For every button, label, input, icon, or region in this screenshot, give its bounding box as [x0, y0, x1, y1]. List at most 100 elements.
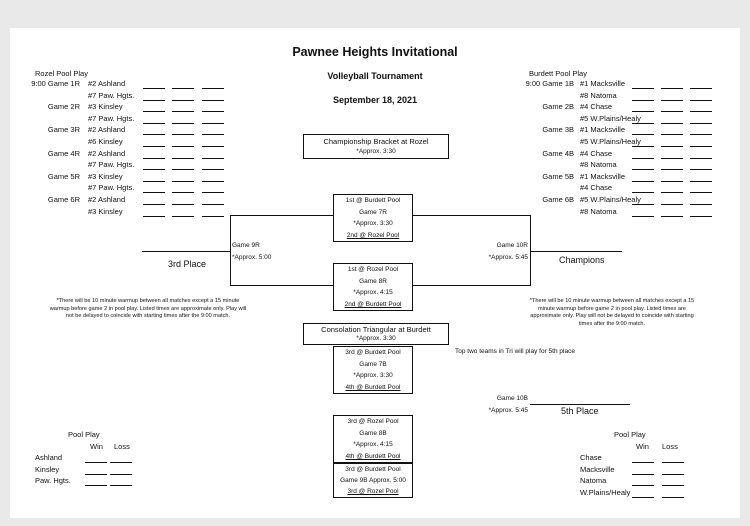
standings-blank: [85, 485, 107, 487]
score-blank: [661, 215, 683, 217]
game-8b-name: Game 8B: [359, 430, 387, 437]
pool-team: #4 Chase: [580, 102, 613, 112]
score-blank: [172, 180, 194, 182]
pool-game-label: Game 3R: [47, 125, 80, 135]
game-9r-name: Game 9R: [232, 242, 260, 249]
score-blank: [690, 157, 712, 159]
score-blank: [172, 122, 194, 124]
pool-team: #7 Paw. Hgts.: [88, 113, 135, 123]
game-10b-time: *Approx. 5:45: [488, 407, 528, 414]
third-place-label: 3rd Place: [168, 259, 207, 269]
pool-team: #5 W.Plains/Healy: [580, 137, 641, 146]
consolation-header: Consolation Triangular at Burdett: [321, 325, 431, 334]
score-blank: [690, 134, 712, 136]
score-blank: [661, 169, 683, 171]
pool-game-label: 9:00 Game 1B: [525, 79, 574, 88]
score-blank: [202, 146, 224, 147]
pool-team: #7 Paw. Hgts.: [88, 160, 135, 170]
standings-blank: [662, 473, 684, 475]
pool-team: #3 Kinsley: [88, 171, 123, 181]
game-10b-name: Game 10B: [496, 395, 528, 402]
score-blank: [202, 157, 224, 159]
game-7b-box: 3rd @ Burdett Pool Game 7B *Approx. 3:30…: [333, 346, 413, 394]
game-9b-bottom: 3rd @ Rozel Pool: [347, 488, 399, 495]
pool-team: #2 Ashland: [88, 195, 126, 204]
pool-team: #6 Kinsley: [88, 137, 123, 146]
score-blank: [632, 180, 654, 182]
score-blank: [690, 169, 712, 171]
score-blank: [632, 146, 654, 147]
score-blank: [172, 192, 194, 194]
standings-blank: [85, 462, 107, 463]
standings-blank: [662, 462, 684, 463]
game-7b-name: Game 7B: [359, 361, 387, 368]
score-blank: [143, 99, 165, 101]
pool-game-label: Game 4B: [542, 148, 574, 158]
score-blank: [143, 157, 165, 159]
standings-blank: [662, 485, 684, 487]
fifth-place-label: 5th Place: [561, 406, 599, 416]
score-blank: [661, 99, 683, 101]
score-blank: [661, 111, 683, 113]
standings-right-heading: Pool Play: [614, 430, 646, 439]
bracket-line: [230, 285, 333, 286]
game-10r-time: *Approx. 5:45: [488, 254, 528, 261]
score-blank: [690, 146, 712, 147]
score-blank: [202, 204, 224, 205]
game-7r-box: 1st @ Burdett Pool Game 7R *Approx. 3:30…: [333, 194, 413, 242]
game-8r-top: 1st @ Rozel Pool: [347, 266, 399, 273]
game-8b-time: *Approx. 4:15: [353, 441, 393, 448]
score-blank: [632, 204, 654, 205]
game-7b-time: *Approx. 3:30: [353, 372, 393, 379]
standings-blank: [110, 473, 132, 475]
game-7r-bottom: 2nd @ Rozel Pool: [346, 232, 400, 239]
score-blank: [202, 192, 224, 194]
score-blank: [690, 192, 712, 194]
game-9b-top: 3rd @ Burdett Pool: [345, 466, 401, 473]
score-blank: [202, 122, 224, 124]
pool-team: #8 Natoma: [580, 160, 617, 170]
bracket-sheet: Pawnee Heights Invitational Volleyball T…: [10, 28, 740, 518]
score-blank: [172, 204, 194, 205]
score-blank: [143, 192, 165, 194]
pool-game-label: 9:00 Game 1R: [31, 79, 80, 88]
score-blank: [143, 122, 165, 124]
pool-team: #4 Chase: [580, 183, 613, 193]
standings-team: Macksville: [580, 464, 615, 474]
bracket-line: [413, 215, 530, 216]
standings-team: Ashland: [35, 453, 63, 462]
pool-game-label: Game 2B: [542, 102, 574, 112]
pool-game-label: Game 4R: [47, 148, 80, 158]
score-blank: [172, 169, 194, 171]
bracket-line: [530, 404, 630, 405]
page-subtitle: Volleyball Tournament: [327, 71, 423, 81]
score-blank: [661, 88, 683, 89]
pool-game-label: Game 6B: [542, 195, 574, 204]
bracket-line: [413, 285, 530, 286]
champions-label: Champions: [559, 255, 605, 265]
game-8r-bottom: 2nd @ Burdett Pool: [344, 301, 402, 308]
pool-team: #8 Natoma: [580, 206, 617, 216]
score-blank: [632, 134, 654, 136]
standings-team: Natoma: [580, 476, 607, 486]
score-blank: [632, 157, 654, 159]
standings-team: Chase: [580, 453, 602, 462]
score-blank: [632, 88, 654, 89]
score-blank: [632, 111, 654, 113]
game-8r-box: 1st @ Rozel Pool Game 8R *Approx. 4:15 2…: [333, 263, 413, 311]
standings-team: Paw. Hgts.: [35, 476, 71, 486]
score-blank: [661, 157, 683, 159]
score-blank: [632, 169, 654, 171]
standings-left-win-header: Win: [90, 442, 103, 451]
score-blank: [661, 180, 683, 182]
standings-blank: [632, 473, 654, 475]
standings-blank: [662, 496, 684, 498]
pool-team: #2 Ashland: [88, 125, 126, 135]
score-blank: [632, 99, 654, 101]
score-blank: [661, 204, 683, 205]
score-blank: [632, 192, 654, 194]
score-blank: [202, 134, 224, 136]
score-blank: [632, 122, 654, 124]
standings-right-loss-header: Loss: [662, 442, 678, 451]
score-blank: [143, 111, 165, 113]
